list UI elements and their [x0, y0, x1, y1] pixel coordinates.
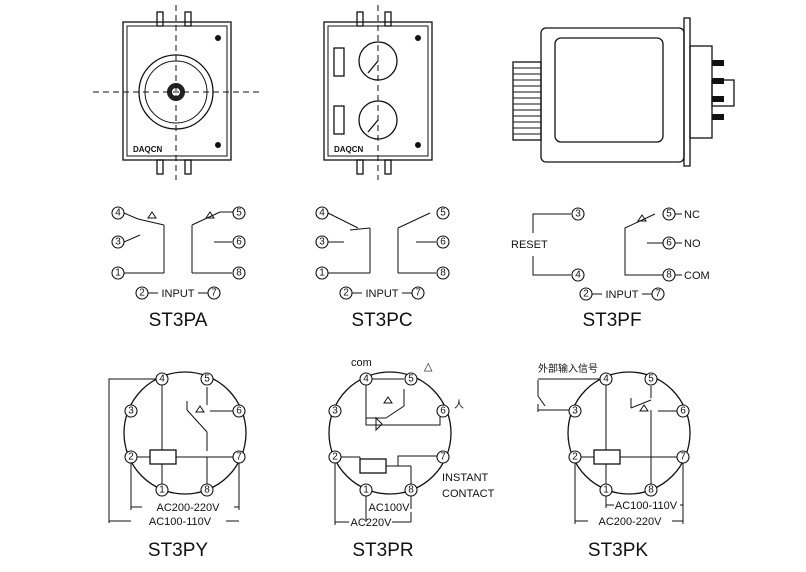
inner-voltage-label: AC100-110V: [615, 500, 678, 512]
no-label: NO: [684, 238, 701, 250]
window: [333, 105, 345, 135]
svg-text:8: 8: [236, 268, 242, 279]
svg-text:5: 5: [648, 374, 654, 385]
housing-body: [122, 21, 232, 161]
svg-text:3: 3: [115, 237, 121, 248]
svg-text:5: 5: [408, 374, 414, 385]
model-title: ST3PF: [582, 310, 641, 331]
svg-text:3: 3: [128, 406, 134, 417]
svg-text:1: 1: [319, 268, 325, 279]
com-label: COM: [684, 270, 710, 282]
svg-text:1: 1: [363, 485, 369, 496]
reset-label: RESET: [511, 239, 548, 251]
svg-text:5: 5: [236, 208, 242, 219]
corner-dot: [415, 142, 421, 148]
coil: [359, 458, 387, 474]
input-label: INPUT: [606, 289, 639, 301]
svg-text:3: 3: [575, 209, 581, 220]
svg-text:6: 6: [440, 406, 446, 417]
delta-symbol: △: [424, 361, 433, 373]
brand-logo: DAQCN: [133, 145, 163, 154]
outer-voltage-label: AC100-110V: [149, 516, 212, 528]
svg-text:4: 4: [115, 208, 121, 219]
nc-label: NC: [684, 209, 700, 221]
svg-text:4: 4: [319, 208, 325, 219]
input-label: INPUT: [366, 288, 399, 300]
coil: [149, 449, 177, 465]
socket-ring: [123, 371, 247, 495]
svg-text:1: 1: [603, 485, 609, 496]
brand-logo: DAQCN: [334, 145, 364, 154]
corner-dot: [215, 142, 221, 148]
svg-text:4: 4: [159, 374, 165, 385]
housing-front-double-dial: DAQCN: [323, 5, 433, 180]
svg-text:7: 7: [655, 289, 661, 300]
housing-front-single-dial: DAQCN: [93, 5, 262, 180]
svg-text:6: 6: [666, 238, 672, 249]
socket-ring: [567, 371, 691, 495]
model-title: ST3PR: [352, 540, 413, 561]
schematic-st3pk: 外部输入信号 4 5 3 6 2 7 1 8 AC100-110V AC200-…: [537, 362, 691, 561]
svg-text:7: 7: [236, 452, 242, 463]
model-title: ST3PK: [588, 540, 649, 561]
schematic-st3py: 4 5 3 6 2 7 1 8 AC200-220V AC100-110V ST…: [108, 371, 247, 561]
svg-text:5: 5: [440, 208, 446, 219]
svg-text:4: 4: [363, 374, 369, 385]
svg-text:3: 3: [572, 406, 578, 417]
svg-text:2: 2: [343, 288, 349, 299]
svg-text:2: 2: [332, 452, 338, 463]
inner-voltage-label: AC100V: [369, 502, 411, 514]
svg-text:3: 3: [319, 237, 325, 248]
svg-text:3: 3: [332, 406, 338, 417]
svg-text:8: 8: [666, 270, 672, 281]
svg-text:5: 5: [666, 209, 672, 220]
corner-dot: [415, 35, 421, 41]
svg-text:8: 8: [408, 485, 414, 496]
outer-voltage-label: AC200-220V: [599, 516, 663, 528]
schematic-st3pa: 4 3 1 5 6 8 2 INPUT 7 ST3PA: [111, 206, 246, 331]
svg-text:6: 6: [236, 406, 242, 417]
socket-ring: [328, 371, 452, 495]
svg-text:5: 5: [204, 374, 210, 385]
svg-text:8: 8: [204, 485, 210, 496]
corner-dot: [215, 35, 221, 41]
svg-text:8: 8: [440, 268, 446, 279]
instant-label: INSTANT: [442, 472, 489, 484]
svg-text:2: 2: [583, 289, 589, 300]
svg-text:6: 6: [680, 406, 686, 417]
svg-text:1: 1: [115, 268, 121, 279]
coil: [593, 449, 621, 465]
contact-label: CONTACT: [442, 488, 495, 500]
svg-text:7: 7: [211, 288, 217, 299]
svg-text:6: 6: [440, 237, 446, 248]
schematic-st3pf: RESET 3 4 5 6 8 NC NO COM 2 INPUT 7 ST3P…: [511, 207, 710, 331]
external-signal-label: 外部输入信号: [538, 362, 598, 375]
svg-text:2: 2: [572, 452, 578, 463]
model-title: ST3PY: [148, 540, 209, 561]
window: [333, 47, 345, 77]
svg-text:4: 4: [603, 374, 609, 385]
svg-text:4: 4: [575, 270, 581, 281]
star-symbol: 人: [454, 399, 464, 411]
svg-text:2: 2: [128, 452, 134, 463]
svg-text:2: 2: [139, 288, 145, 299]
model-title: ST3PC: [351, 310, 412, 331]
inner-voltage-label: AC200-220V: [157, 502, 221, 514]
schematic-st3pc: 4 3 1 5 6 8 2 INPUT 7 ST3PC: [315, 206, 450, 331]
com-label: com: [351, 357, 372, 369]
svg-text:1: 1: [159, 485, 165, 496]
schematic-st3pr: com △ 人 4 5 3 6 2 7 1 8 INSTANT CONTACT …: [328, 357, 495, 561]
svg-text:7: 7: [440, 452, 446, 463]
svg-text:7: 7: [415, 288, 421, 299]
svg-text:7: 7: [680, 452, 686, 463]
input-label: INPUT: [162, 288, 195, 300]
outer-voltage-label: AC220V: [351, 517, 393, 529]
svg-text:8: 8: [648, 485, 654, 496]
model-title: ST3PA: [149, 310, 208, 331]
housing-side-view: [512, 17, 735, 167]
svg-text:6: 6: [236, 237, 242, 248]
